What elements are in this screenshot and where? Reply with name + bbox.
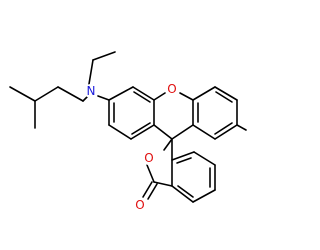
bond: [88, 59, 94, 85]
ring-oxygen-atom-bg: [165, 82, 179, 96]
bond: [236, 124, 247, 131]
bond: [130, 124, 155, 140]
chemical-structure: N O O O: [9, 51, 247, 212]
bond: [108, 124, 132, 140]
bond: [108, 86, 134, 101]
bond: [215, 91, 233, 103]
bond: [214, 122, 233, 135]
bond: [131, 122, 151, 135]
bond: [97, 95, 110, 101]
bond: [132, 86, 155, 101]
bond: [193, 151, 216, 166]
bond: [82, 96, 88, 102]
nitrogen-atom: N: [87, 84, 96, 98]
bond: [147, 183, 158, 200]
bond: [171, 151, 195, 161]
bond: [92, 51, 116, 61]
carbonyl-oxygen-atom-bg: [133, 198, 147, 212]
bond: [171, 185, 194, 203]
bond: [153, 181, 173, 187]
bond: [192, 189, 216, 203]
carbonyl-oxygen-atom: O: [135, 198, 144, 212]
bond: [153, 92, 166, 101]
bond: [9, 86, 36, 102]
bond: [34, 86, 59, 102]
bond: [179, 92, 194, 101]
ring-oxygen-atom: O: [167, 82, 176, 96]
bond: [176, 157, 192, 164]
lactone-oxygen-atom-bg: [142, 151, 156, 165]
bond: [57, 86, 84, 102]
nitrogen-atom-bg: [84, 84, 98, 98]
bond: [163, 138, 173, 151]
atom-labels: N O O O: [84, 82, 179, 212]
bonds: [9, 51, 247, 203]
bond: [192, 124, 216, 140]
bond: [133, 91, 151, 103]
bond: [142, 181, 153, 198]
bond: [146, 164, 155, 183]
bond: [153, 124, 173, 140]
bond: [214, 86, 238, 101]
bond: [214, 124, 238, 140]
bond: [177, 185, 194, 198]
bond: [171, 124, 194, 140]
bond: [192, 86, 216, 101]
lactone-oxygen-atom: O: [144, 151, 153, 165]
